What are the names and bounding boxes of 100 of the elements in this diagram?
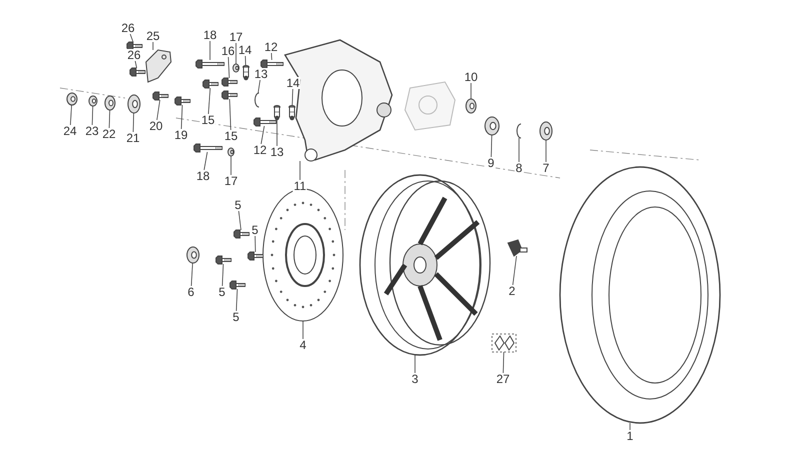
callout-number: 5 bbox=[232, 311, 240, 323]
cover-plate-drawing bbox=[145, 49, 172, 83]
bushing-drawing bbox=[104, 96, 116, 110]
callout-number: 25 bbox=[145, 30, 161, 42]
leader-line bbox=[502, 352, 504, 374]
leader-line bbox=[258, 80, 260, 94]
brake-disc-drawing bbox=[262, 188, 344, 322]
leader-line bbox=[152, 42, 154, 50]
bolt-drawing bbox=[222, 78, 238, 86]
leader-line bbox=[204, 152, 208, 170]
leader-line bbox=[134, 60, 138, 68]
bolt-drawing bbox=[174, 96, 190, 106]
leader-line bbox=[222, 264, 224, 286]
callout-number: 18 bbox=[195, 170, 211, 182]
callout-number: 8 bbox=[514, 162, 524, 174]
bolt-drawing bbox=[202, 80, 218, 88]
callout-number: 5 bbox=[218, 286, 226, 298]
callout-number: 20 bbox=[148, 120, 164, 132]
tire-drawing bbox=[559, 166, 721, 424]
leader-line bbox=[302, 320, 304, 340]
callout-number: 4 bbox=[298, 339, 308, 351]
callout-number: 14 bbox=[237, 44, 253, 56]
callout-number: 17 bbox=[223, 175, 239, 187]
circlip-drawing bbox=[516, 124, 522, 138]
leader-line bbox=[292, 88, 294, 106]
valve-drawing bbox=[507, 239, 528, 257]
pin-drawing bbox=[274, 105, 280, 120]
callout-number: 16 bbox=[220, 45, 236, 57]
bolt-drawing bbox=[222, 90, 238, 100]
callout-number: 12 bbox=[252, 144, 268, 156]
leader-line bbox=[108, 110, 110, 128]
leader-line bbox=[238, 210, 242, 230]
bolt-drawing bbox=[196, 60, 224, 68]
circlip-drawing bbox=[254, 92, 260, 108]
bearing-drawing bbox=[128, 94, 140, 114]
spacer-drawing bbox=[466, 98, 476, 114]
leader-line bbox=[271, 52, 272, 60]
leader-line bbox=[130, 34, 134, 42]
pin-drawing bbox=[242, 65, 250, 80]
callout-number: 14 bbox=[285, 77, 301, 89]
leader-line bbox=[512, 256, 517, 286]
callout-number: 2 bbox=[508, 285, 516, 297]
leader-line bbox=[156, 100, 160, 120]
leader-line bbox=[190, 262, 193, 286]
bolt-drawing bbox=[234, 230, 250, 238]
pin-drawing bbox=[288, 105, 296, 120]
leader-line bbox=[490, 134, 492, 158]
bolt-drawing bbox=[230, 280, 246, 290]
callout-number: 21 bbox=[125, 132, 141, 144]
bearing-drawing bbox=[484, 116, 500, 136]
leader-line bbox=[230, 156, 232, 176]
leader-line bbox=[92, 106, 94, 126]
leader-line bbox=[254, 236, 256, 252]
callout-number: 18 bbox=[202, 29, 218, 41]
callout-number: 15 bbox=[200, 114, 216, 126]
bolt-drawing bbox=[194, 144, 222, 152]
callout-number: 7 bbox=[542, 162, 550, 174]
wheel-rim-drawing bbox=[359, 174, 491, 356]
bolt-drawing bbox=[248, 252, 264, 260]
leader-line bbox=[244, 56, 246, 66]
callout-number: 26 bbox=[126, 49, 142, 61]
callout-number: 19 bbox=[173, 129, 189, 141]
callout-number: 5 bbox=[250, 224, 260, 236]
callout-number: 26 bbox=[120, 22, 136, 34]
callout-number: 12 bbox=[263, 41, 279, 53]
balance-weight-drawing bbox=[492, 334, 516, 352]
leader-line bbox=[132, 112, 134, 132]
leader-line bbox=[470, 82, 472, 100]
leader-line bbox=[228, 56, 230, 78]
nut-drawing bbox=[66, 92, 78, 106]
callout-number: 13 bbox=[269, 146, 285, 158]
washer-drawing bbox=[232, 64, 240, 72]
callout-number: 23 bbox=[84, 125, 100, 137]
callout-number: 10 bbox=[463, 71, 479, 83]
callout-number: 13 bbox=[253, 68, 269, 80]
callout-number: 24 bbox=[62, 125, 78, 137]
leader-line bbox=[229, 98, 232, 130]
bolt-drawing bbox=[254, 118, 276, 126]
leader-line bbox=[260, 126, 265, 144]
callout-number: 15 bbox=[223, 130, 239, 142]
callout-number: 27 bbox=[495, 373, 511, 385]
callout-number: 1 bbox=[626, 430, 634, 442]
spacer-drawing bbox=[186, 246, 200, 264]
bolt-drawing bbox=[130, 68, 146, 76]
callout-number: 22 bbox=[101, 128, 117, 140]
leader-line bbox=[70, 104, 72, 126]
bolt-drawing bbox=[260, 60, 284, 68]
bolt-drawing bbox=[216, 256, 232, 264]
leader-line bbox=[414, 354, 416, 374]
callout-number: 9 bbox=[486, 157, 496, 169]
callout-number: 6 bbox=[186, 286, 196, 298]
callout-number: 17 bbox=[228, 31, 244, 43]
leader-line bbox=[236, 288, 238, 312]
leader-line bbox=[208, 88, 211, 114]
callout-number: 5 bbox=[234, 199, 242, 211]
leader-line bbox=[276, 119, 278, 146]
callout-number: 3 bbox=[410, 373, 420, 385]
bolt-drawing bbox=[152, 92, 168, 100]
oil-seal-drawing bbox=[540, 122, 552, 140]
leader-line bbox=[180, 104, 183, 130]
